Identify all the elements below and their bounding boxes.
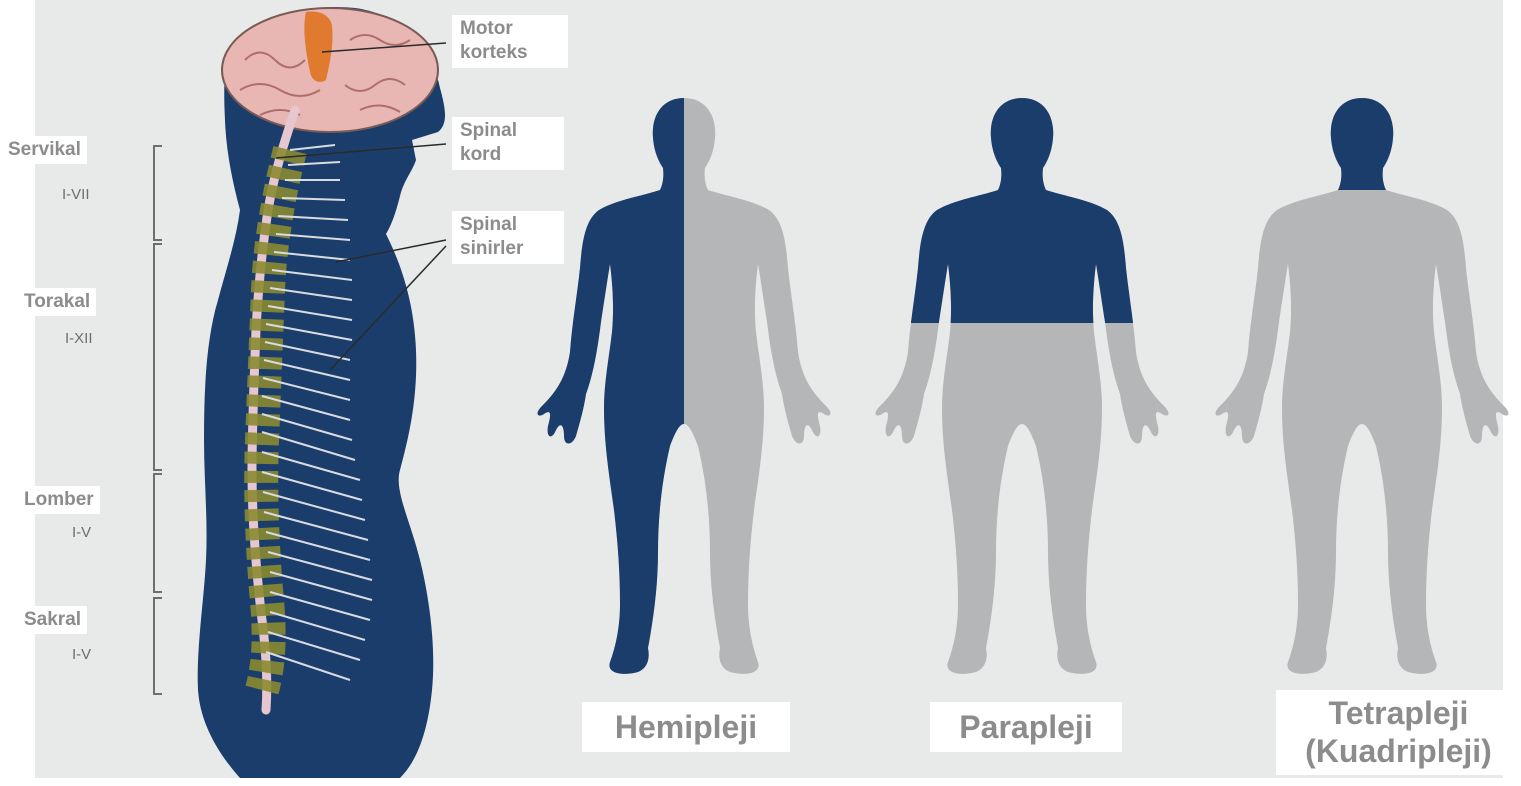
label-sakral: Sakral bbox=[18, 606, 87, 634]
label-spinal-kord: Spinal kord bbox=[452, 117, 564, 170]
caption-hemipleji: Hemipleji bbox=[582, 702, 790, 752]
label-torakal: Torakal bbox=[18, 288, 96, 316]
range-torakal: I-XII bbox=[65, 330, 93, 347]
label-spinal-sinirler: Spinal sinirler bbox=[452, 211, 564, 264]
caption-tetrapleji-line2: (Kuadripleji) bbox=[1276, 732, 1521, 770]
range-lomber: I-V bbox=[72, 524, 91, 541]
label-motor-korteks: Motor korteks bbox=[452, 15, 568, 68]
range-sakral: I-V bbox=[72, 646, 91, 663]
range-servikal: I-VII bbox=[62, 186, 90, 203]
label-lomber: Lomber bbox=[18, 486, 100, 514]
sagittal-body-figure bbox=[198, 7, 445, 778]
caption-parapleji: Parapleji bbox=[930, 702, 1122, 752]
caption-tetrapleji-line1: Tetrapleji bbox=[1276, 694, 1521, 732]
label-servikal: Servikal bbox=[2, 136, 87, 164]
caption-tetrapleji: Tetrapleji (Kuadripleji) bbox=[1276, 690, 1521, 775]
